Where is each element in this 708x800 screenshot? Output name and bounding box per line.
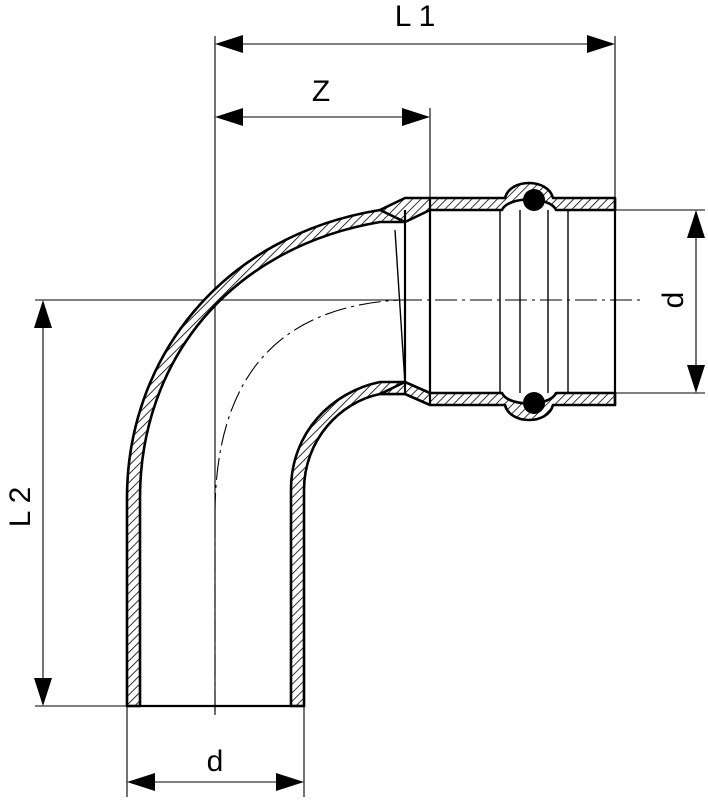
dim-d-spigot (127, 773, 304, 791)
dim-l2 (34, 300, 52, 706)
label-d-socket: d (657, 292, 690, 309)
o-ring-top (523, 189, 545, 211)
inner-bend-wall (289, 380, 407, 708)
socket-bottom-wall (378, 380, 617, 422)
label-l2: L 2 (4, 487, 37, 528)
outer-bend-wall (125, 208, 407, 708)
label-l1: L 1 (395, 0, 436, 33)
label-d-spigot: d (207, 745, 224, 778)
o-ring-seals (523, 189, 545, 414)
center-lines (214, 299, 645, 715)
socket-inner-edges (394, 198, 617, 405)
o-ring-bottom (523, 392, 545, 414)
dim-d-socket (687, 210, 705, 393)
elbow-body (125, 181, 617, 708)
dim-z (215, 108, 430, 126)
socket-top-wall (378, 181, 617, 224)
dim-l1 (215, 35, 615, 53)
label-z: Z (312, 75, 330, 108)
